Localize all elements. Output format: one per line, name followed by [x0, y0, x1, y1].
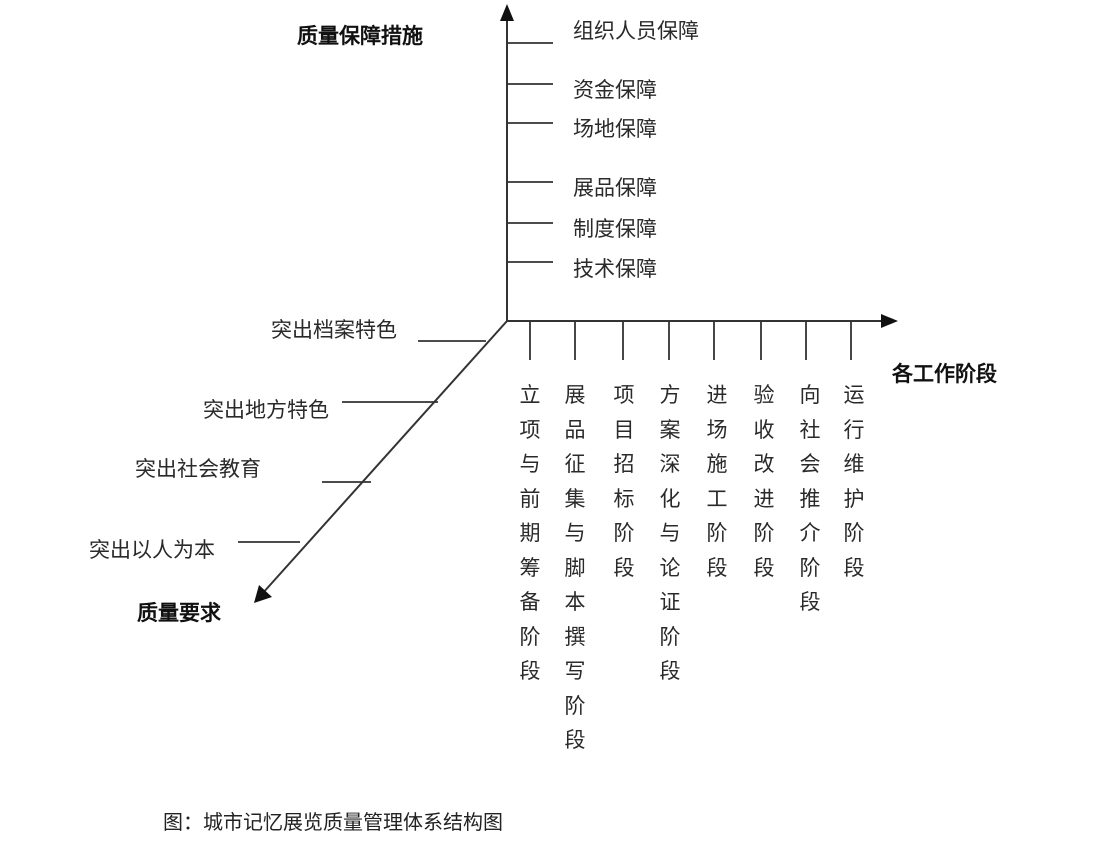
measure-label: 场地保障: [573, 117, 657, 141]
stage-label: 运行维护阶段: [843, 383, 865, 580]
vertical-axis-title: 质量保障措施: [297, 24, 423, 48]
horizontal-axis-arrowhead: [881, 314, 898, 328]
measure-label: 制度保障: [573, 217, 657, 241]
requirement-label: 突出档案特色: [271, 318, 397, 342]
figure-caption: 图：城市记忆展览质量管理体系结构图: [163, 810, 503, 834]
stage-label: 立项与前期筹备阶段: [519, 383, 541, 683]
measure-label: 组织人员保障: [573, 19, 699, 43]
stage-label: 项目招标阶段: [613, 383, 635, 580]
requirement-label: 突出以人为本: [89, 538, 215, 562]
diagonal-axis-arrowhead: [254, 585, 272, 603]
stage-label: 展品征集与脚本撰写阶段: [564, 383, 586, 752]
vertical-axis-arrowhead: [500, 4, 514, 21]
horizontal-axis-title: 各工作阶段: [892, 362, 997, 386]
measure-label: 资金保障: [573, 78, 657, 102]
measure-label: 展品保障: [573, 176, 657, 200]
stage-label: 进场施工阶段: [706, 383, 728, 580]
stage-label: 验收改进阶段: [753, 383, 775, 580]
diagonal-axis-line: [261, 320, 508, 595]
diagonal-axis-title: 质量要求: [137, 601, 221, 625]
stage-label: 向社会推介阶段: [799, 383, 821, 614]
requirement-label: 突出社会教育: [135, 457, 261, 481]
stage-label: 方案深化与论证阶段: [659, 383, 681, 683]
measure-label: 技术保障: [573, 257, 657, 281]
requirement-label: 突出地方特色: [203, 398, 329, 422]
